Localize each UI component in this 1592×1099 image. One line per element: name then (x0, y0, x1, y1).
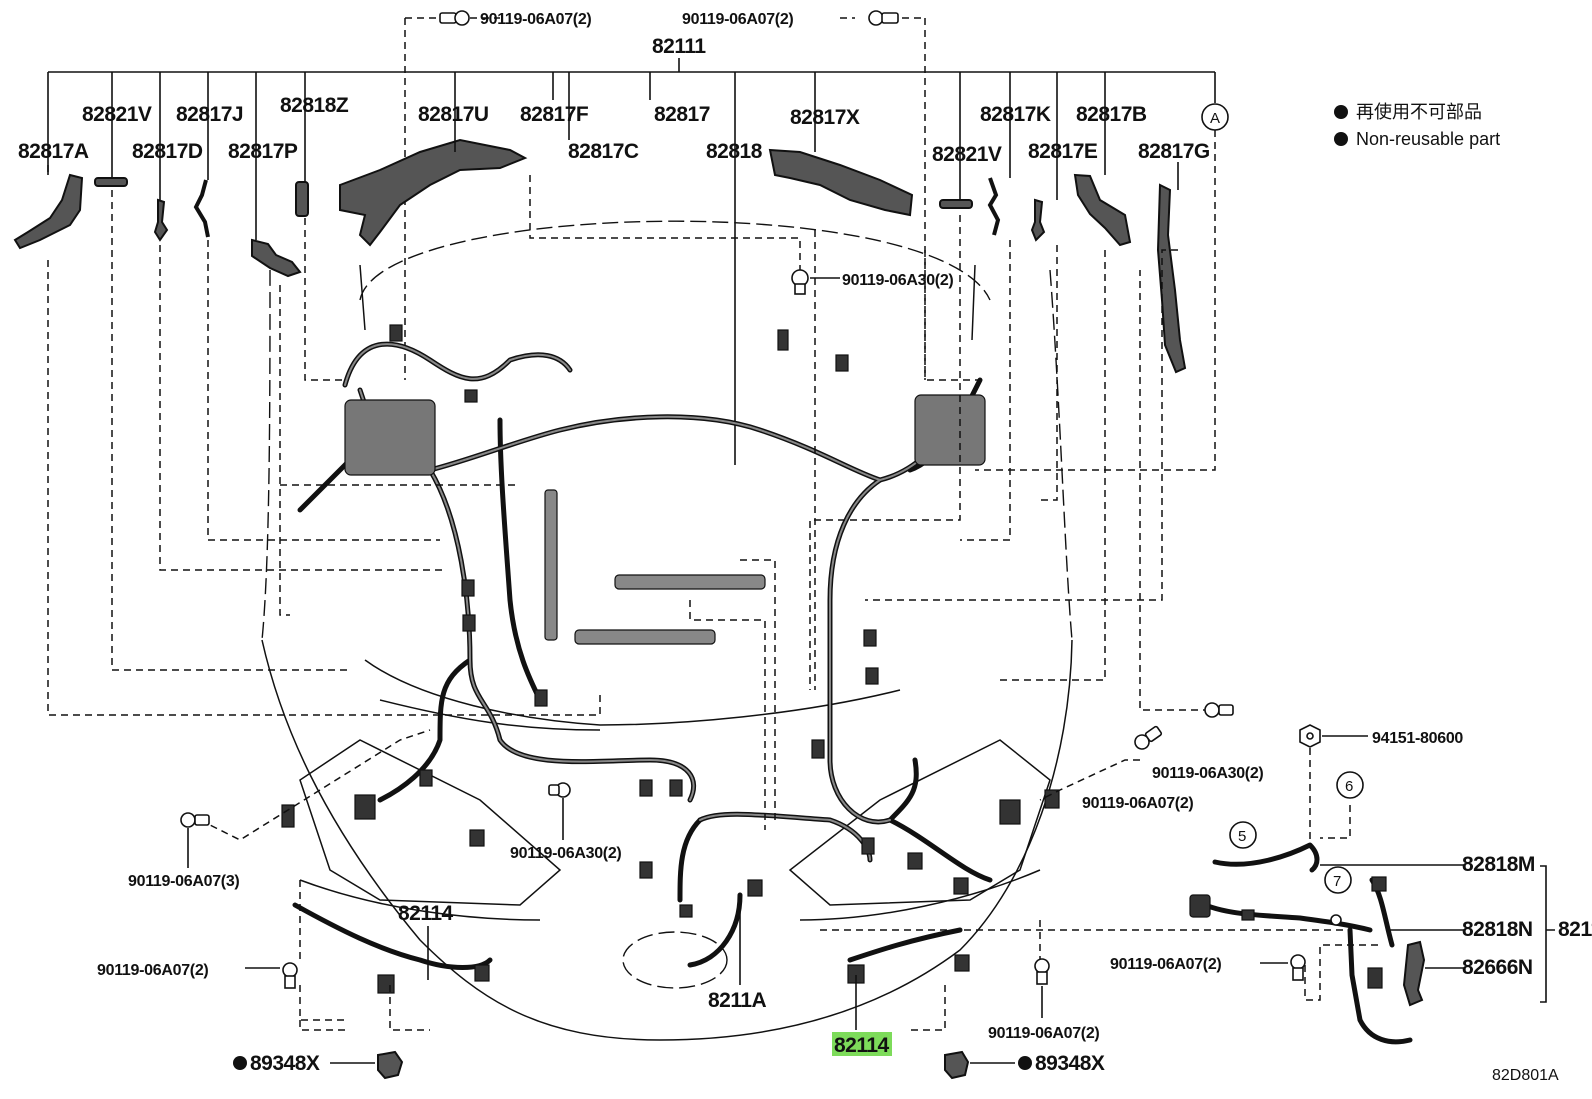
label-top-left-bolt: 90119-06A07(2) (480, 11, 591, 28)
non-reusable-dot-icon (1334, 105, 1348, 119)
non-reusable-dot-icon (1018, 1056, 1032, 1070)
label-82113: 82113 (1558, 918, 1592, 941)
bracket-82817X (768, 148, 914, 217)
label-right-bolt-a30: 90119-06A30(2) (1152, 765, 1263, 782)
clip-82821V-left (94, 177, 128, 187)
label-clip-right: 89348X (1035, 1052, 1105, 1075)
label-82821V-right: 82821V (932, 143, 1002, 166)
junction-blocks (281, 324, 1060, 994)
label-clip-94151: 94151-80600 (1372, 730, 1463, 747)
vehicle-body (261, 220, 1073, 1041)
label-top-right-bolt: 90119-06A07(2) (682, 11, 793, 28)
label-left-bolt-3: 90119-06A07(3) (128, 873, 239, 890)
label-82666N: 82666N (1462, 956, 1533, 979)
bracket-82817G (1156, 183, 1187, 374)
label-82818M: 82818M (1462, 853, 1535, 876)
part-labels-upper: 82821V 82817J 82818Z 82817U 82817F 82817… (82, 94, 1229, 131)
legend-text-zh: 再使用不可部品 (1356, 102, 1482, 122)
label-82817U: 82817U (418, 103, 489, 126)
svg-text:A: A (1210, 110, 1220, 127)
highlight-82114 (832, 1032, 892, 1056)
clip-82817K (987, 177, 1001, 236)
bolt-icon (1134, 725, 1163, 750)
sub-harness-82818N (1192, 897, 1373, 933)
clip-82817D (153, 198, 169, 242)
label-82817F: 82817F (520, 103, 589, 126)
bracket-82817B (1073, 173, 1132, 247)
bolt-icon (282, 962, 298, 989)
label-82817K: 82817K (980, 103, 1051, 126)
bolt-icon (868, 10, 899, 26)
clip-89348X-right (944, 1050, 970, 1080)
bolt-icon (1034, 958, 1050, 985)
bolt-icon (548, 782, 571, 798)
bolt-icon (1204, 702, 1234, 718)
bracket-82817A (13, 173, 84, 250)
upper-bolt-group: 90119-06A30(2) (529, 175, 954, 295)
clip-82817E (1030, 198, 1046, 242)
label-82817A: 82817A (18, 140, 89, 163)
leader-lines (47, 130, 1380, 1031)
label-82817J: 82817J (176, 103, 243, 126)
svg-text:5: 5 (1238, 828, 1246, 845)
label-82817B: 82817B (1076, 103, 1147, 126)
label-82818Z: 82818Z (280, 94, 349, 117)
label-82817: 82817 (654, 103, 710, 126)
bottom-clips: 89348X 89348X (233, 1050, 1105, 1080)
label-82817P: 82817P (228, 140, 298, 163)
bracket-82666N (1402, 940, 1426, 1007)
label-right-bolt-lower: 90119-06A07(2) (1110, 956, 1221, 973)
label-8211A: 8211A (708, 989, 767, 1012)
clip-82821V-right (939, 199, 973, 209)
diagram-code: 82D801A (1492, 1067, 1559, 1084)
circle-5-marker (1229, 821, 1257, 849)
circle-a-marker: A (1201, 103, 1229, 131)
svg-text:7: 7 (1333, 873, 1341, 890)
label-left-bolt-2: 90119-06A07(2) (97, 962, 208, 979)
bracket-parts-top (13, 100, 1187, 465)
circle-6-marker (1336, 771, 1364, 799)
label-clip-left: 89348X (250, 1052, 320, 1075)
sub-harness-82818M (1212, 842, 1320, 873)
label-right-bolt-a07: 90119-06A07(2) (1082, 795, 1193, 812)
svg-text:6: 6 (1345, 778, 1353, 795)
circle-7-marker (1324, 866, 1352, 894)
left-center-bolts: 90119-06A07(3) 90119-06A30(2) 90119-06A0… (97, 782, 1100, 1057)
bracket-82817U (339, 138, 528, 247)
label-82821V-left: 82821V (82, 103, 152, 126)
nut-icon (1299, 724, 1321, 748)
bolt-icon (791, 269, 809, 295)
label-82818N: 82818N (1462, 918, 1533, 941)
label-82817E: 82817E (1028, 140, 1098, 163)
legend: 再使用不可部品 Non-reusable part (1334, 102, 1500, 149)
non-reusable-dot-icon (233, 1056, 247, 1070)
bracket-82817P (251, 238, 302, 278)
label-82111: 82111 (652, 35, 706, 58)
legend-text-en: Non-reusable part (1356, 129, 1500, 149)
bolt-icon (1290, 954, 1306, 981)
bolt-icon (439, 10, 470, 26)
label-upper-bolt: 90119-06A30(2) (842, 272, 953, 289)
label-82817X: 82817X (790, 106, 860, 129)
detail-82113: 94151-80600 6 5 7 82818M 82818N 82666N 8… (1110, 724, 1592, 1045)
label-center-bolt: 90119-06A30(2) (510, 845, 621, 862)
bolt-icon (180, 812, 210, 828)
right-bolts: 90119-06A30(2) 90119-06A07(2) (1082, 702, 1264, 812)
clip-82818Z (295, 181, 309, 217)
label-82114-left: 82114 (398, 902, 454, 925)
clip-89348X-left (377, 1050, 404, 1080)
main-harness-bracket: 82111 (47, 35, 1216, 172)
top-bolt-row: 90119-06A07(2) 90119-06A07(2) (404, 10, 926, 380)
label-bottom-right-bolt: 90119-06A07(2) (988, 1025, 1099, 1042)
label-82817G: 82817G (1138, 140, 1210, 163)
clip-82817J (193, 179, 210, 238)
non-reusable-dot-icon (1334, 132, 1348, 146)
label-82817C: 82817C (568, 140, 639, 163)
label-82114-center: 82114 (834, 1034, 890, 1057)
label-82817D: 82817D (132, 140, 203, 163)
part-labels-second-row: 82817A 82817D 82817P 82817C 82818 82821V… (18, 140, 1210, 166)
